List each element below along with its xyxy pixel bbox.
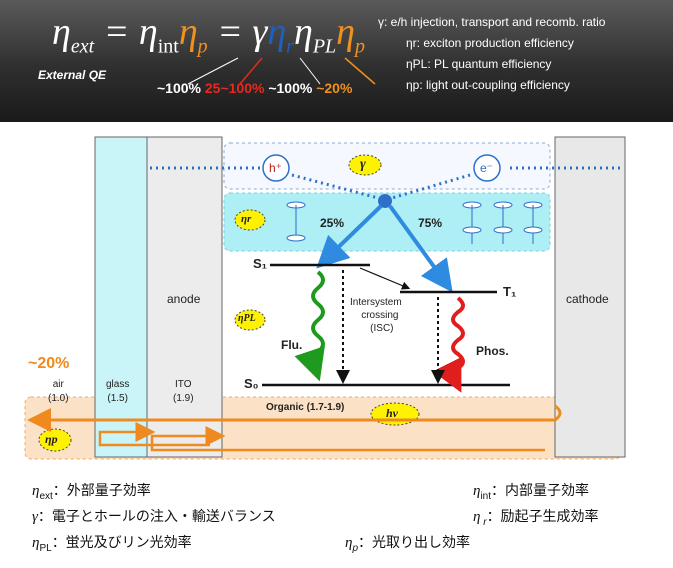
isc-arrow xyxy=(359,267,411,290)
anode-layer xyxy=(146,136,223,458)
organic-label: Organic (1.7-1.9) xyxy=(266,402,345,413)
air-label: air(1.0) xyxy=(48,379,69,404)
eta-p-badge-label: ηp xyxy=(45,432,58,446)
triplet-branch-arrow xyxy=(388,204,453,293)
gamma-badge xyxy=(348,154,382,176)
recombination-center-icon xyxy=(378,194,392,208)
legend-eta-p: ηp: light out-coupling efficiency xyxy=(406,78,570,92)
organic-waveguide-arrow xyxy=(150,426,545,452)
s0-label: S₀ xyxy=(244,376,259,391)
fluorescence-wave xyxy=(294,270,325,382)
caption-eta-p: ηp：光取り出し効率 xyxy=(345,534,471,554)
legend-eta-r: ηr: exciton production efficiency xyxy=(406,36,574,50)
ito-label: ITO(1.9) xyxy=(173,379,194,404)
isc-label: Intersystem crossing (ISC) xyxy=(350,297,402,334)
anode-label: anode xyxy=(167,292,201,306)
efficiency-percentages: ~100% 25~100% ~100% ~20% xyxy=(157,80,352,96)
electron-label: e⁻ xyxy=(480,161,494,175)
eta-p-percent: ~20% xyxy=(316,80,353,96)
eta-pl-badge-label: ηPL xyxy=(238,313,256,324)
legend-gamma: γ: e/h injection, transport and recomb. … xyxy=(378,15,606,29)
phosphorescence-wave xyxy=(432,296,465,393)
efficiency-legend: γ: e/h injection, transport and recomb. … xyxy=(378,12,605,96)
fluorescence-label: Flu. xyxy=(281,338,303,352)
outcoupling-percent-label: ~20% xyxy=(28,355,70,372)
cathode-label: cathode xyxy=(566,292,609,306)
singlet-branch-arrow xyxy=(316,204,383,269)
eta-p-badge xyxy=(38,428,72,452)
t1-label: T₁ xyxy=(503,284,517,299)
legend-eta-pl: ηPL: PL quantum efficiency xyxy=(406,57,552,71)
eta-r-badge xyxy=(234,209,266,231)
triplet-spin-icons xyxy=(462,201,543,244)
electron-icon xyxy=(473,154,501,182)
oled-efficiency-diagram xyxy=(24,136,626,460)
glass-layer xyxy=(94,136,148,458)
caption-eta-pl: ηPL：蛍光及びリン光効率 xyxy=(32,534,192,554)
header-banner xyxy=(0,0,673,122)
qe-equation: ηext = ηintηp = γηrηPLηp xyxy=(52,11,366,58)
eta-r-percent: 25~100% xyxy=(204,80,265,96)
glass-label: glass(1.5) xyxy=(106,379,130,404)
singlet-percent-label: 25% xyxy=(320,216,345,230)
eta-pl-badge xyxy=(234,309,266,331)
caption-eta-int: ηint：内部量子効率 xyxy=(473,482,590,502)
eta-pl-percent: ~100% xyxy=(268,80,313,96)
external-qe-label: External QE xyxy=(38,68,107,82)
hole-icon xyxy=(262,154,290,182)
caption-gamma: γ：電子とホールの注入・輸送バランス xyxy=(32,508,276,525)
caption-eta-ext: ηext：外部量子効率 xyxy=(32,482,151,502)
caption-eta-r: η r：励起子生成効率 xyxy=(473,508,599,528)
eta-r-badge-label: ηr xyxy=(241,213,252,225)
hv-label: hv xyxy=(386,406,398,420)
hole-label: h⁺ xyxy=(269,161,283,175)
gamma-percent: ~100% xyxy=(157,80,201,96)
gamma-badge-label: γ xyxy=(360,157,366,172)
s1-label: S₁ xyxy=(253,256,268,271)
cathode-layer xyxy=(554,136,626,458)
glass-waveguide-arrow xyxy=(98,422,210,447)
phosphorescence-label: Phos. xyxy=(476,344,509,358)
singlet-spin-icon xyxy=(286,201,306,242)
equation-pointer-lines xyxy=(187,57,376,85)
triplet-percent-label: 75% xyxy=(418,216,443,230)
